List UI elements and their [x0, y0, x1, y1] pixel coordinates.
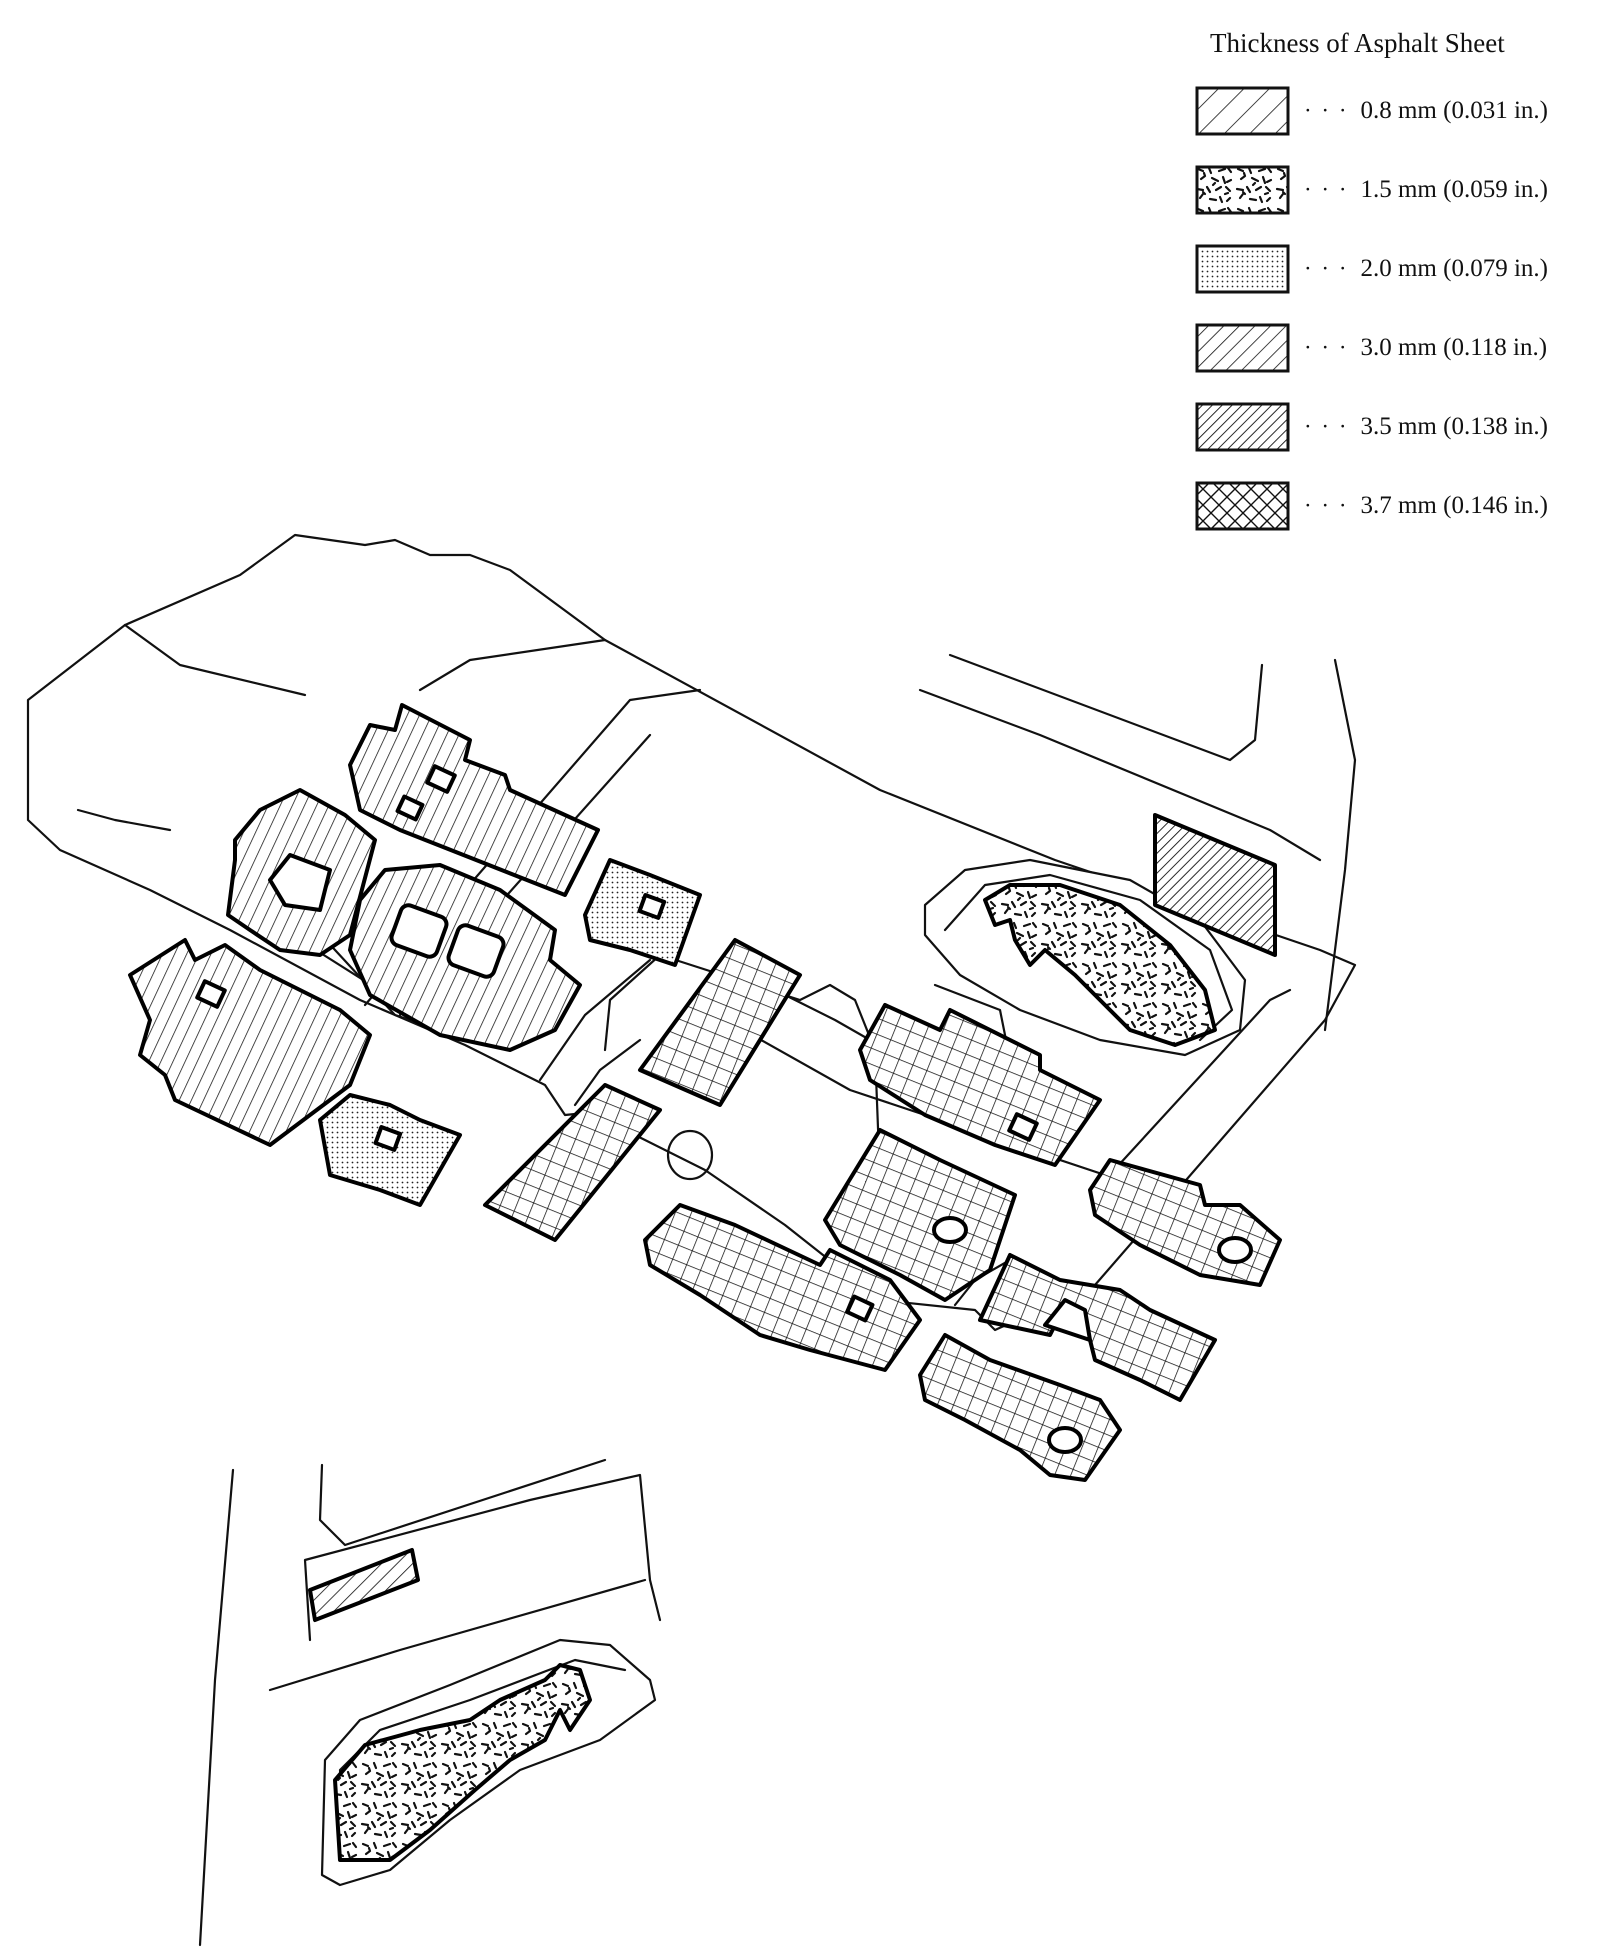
center-rail-4 [573, 1038, 642, 1107]
legend-item-1-5mm: · · · 1.5 mm (0.059 in.) [1195, 150, 1585, 229]
center-rail-3 [538, 958, 652, 1082]
tunnel-opening-2 [446, 923, 506, 979]
sheet-cutout-notch [268, 853, 332, 912]
tunnel-opening-1 [389, 903, 449, 959]
left-quarter-panel [198, 1468, 235, 1947]
asphalt-sheet-rear-6 [918, 1333, 1122, 1482]
sheet-cutout [845, 1294, 875, 1323]
rear-crossmember [1103, 988, 1292, 1182]
swatch-dense-hatch-icon [1195, 402, 1290, 451]
legend-label: 3.5 mm (0.138 in.) [1360, 412, 1548, 440]
asphalt-sheet-right-wheelhouse [983, 883, 1217, 1047]
asphalt-sheet-rear-1 [858, 1003, 1102, 1167]
sheet-cutout [1007, 1112, 1039, 1142]
footwell-contour [123, 623, 307, 697]
left-footwell-step [76, 808, 172, 832]
asphalt-sheet-center-strip-lower [483, 1083, 662, 1242]
legend-separator: · · · [1304, 176, 1349, 202]
legend-item-3-7mm: · · · 3.7 mm (0.146 in.) [1195, 466, 1585, 545]
legend-separator: · · · [1304, 492, 1349, 518]
swatch-medium-hatch-icon [1195, 323, 1290, 372]
swatch-wide-hatch-icon [1195, 86, 1290, 135]
legend-item-3-5mm: · · · 3.5 mm (0.138 in.) [1195, 387, 1585, 466]
asphalt-sheet-center-strip-upper [638, 938, 802, 1107]
legend-separator: · · · [1304, 255, 1349, 281]
legend-item-3-0mm: · · · 3.0 mm (0.118 in.) [1195, 308, 1585, 387]
legend-label: 3.7 mm (0.146 in.) [1360, 491, 1548, 519]
legend-item-0-8mm: · · · 0.8 mm (0.031 in.) [1195, 71, 1585, 150]
asphalt-sheet-front-left-upper [348, 703, 600, 897]
legend: Thickness of Asphalt Sheet · · · 0.8 mm … [1195, 28, 1585, 545]
firewall-line [418, 638, 607, 692]
right-wheelhouse-inner [943, 873, 1234, 1042]
sheet-cutout [425, 764, 457, 794]
legend-label: 0.8 mm (0.031 in.) [1360, 96, 1548, 124]
asphalt-sheet-rear-2 [823, 1128, 1017, 1302]
sheet-hole [932, 1216, 968, 1244]
legend-label: 3.0 mm (0.118 in.) [1360, 333, 1548, 361]
legend-label: 2.0 mm (0.079 in.) [1360, 254, 1548, 282]
legend-label: 1.5 mm (0.059 in.) [1360, 175, 1548, 203]
sheet-hole [1047, 1426, 1083, 1454]
swatch-crosshatch-icon [1195, 481, 1290, 530]
right-rocker [918, 688, 1322, 862]
sheet-cutout [395, 794, 425, 822]
asphalt-sheet-left-quarter [308, 1548, 420, 1622]
left-quarter-edge [268, 1578, 647, 1692]
drain-hole [666, 1129, 714, 1181]
legend-separator: · · · [1304, 97, 1349, 123]
right-body-side [1323, 658, 1357, 1032]
sheet-cutout [373, 1125, 403, 1152]
legend-separator: · · · [1304, 413, 1349, 439]
sheet-cutout-notch [1043, 1298, 1092, 1342]
asphalt-sheet-rear-3 [643, 1203, 922, 1372]
right-quarter-panel [948, 653, 1264, 762]
legend-item-2-0mm: · · · 2.0 mm (0.079 in.) [1195, 229, 1585, 308]
swatch-speckle-icon [1195, 165, 1290, 214]
asphalt-sheet-front-left-lower [128, 938, 372, 1147]
sheet-cutout [195, 979, 227, 1009]
asphalt-sheet-left-wheelhouse [333, 1663, 592, 1862]
left-quarter-top [318, 1458, 607, 1547]
asphalt-sheet-right-quarter [1153, 813, 1277, 957]
left-quarter-line [303, 1473, 662, 1642]
sheet-hole [1217, 1236, 1253, 1264]
sheet-cutout [637, 893, 667, 920]
legend-title: Thickness of Asphalt Sheet [1210, 28, 1505, 58]
legend-separator: · · · [1304, 334, 1349, 360]
swatch-dots-icon [1195, 244, 1290, 293]
